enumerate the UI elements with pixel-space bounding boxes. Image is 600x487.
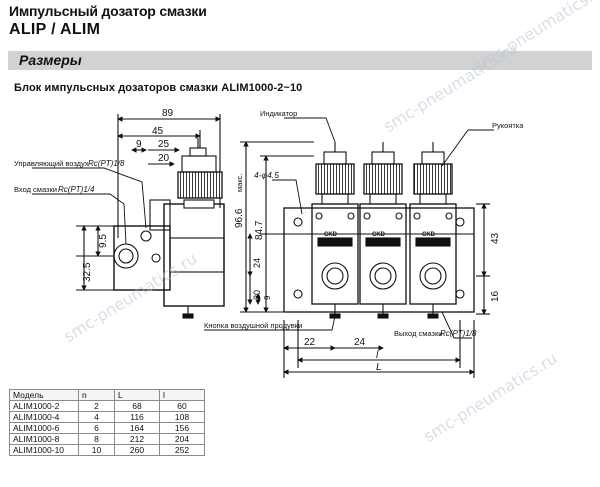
side-view [32,114,225,319]
dim-96-6: 96.6 [234,208,245,228]
dim-89: 89 [162,108,174,119]
dim-25: 25 [158,139,170,150]
valve-unit-3 [409,142,457,319]
cell-n: 10 [78,444,115,456]
max-label: макс. [235,173,244,192]
cell-model: ALIM1000-8 [9,433,79,445]
cell-L: 212 [114,433,160,445]
table-row: ALIM1000-8 8 212 204 [9,433,205,445]
cell-l: 156 [159,422,205,434]
cell-model: ALIM1000-10 [9,444,79,456]
control-air-port-label: Rc(PT)1/8 [88,159,125,168]
valve-unit-1 [311,142,359,319]
purge-button-label: Кнопка воздушной продувки [204,321,302,330]
dim-9-vertical: 9 [263,295,272,300]
dim-20: 20 [158,153,170,164]
lube-in-label: Вход смазки [14,185,57,194]
dim-32-5: 32.5 [82,262,93,282]
cell-n: 8 [78,433,115,445]
brand-plate-2: CKD [372,232,386,238]
dim-24-horizontal: 24 [354,337,366,348]
cell-l: 108 [159,411,205,423]
dim-L: L [376,362,382,373]
front-view [204,117,494,378]
lube-out-port-label: Rc(PT)1/8 [440,329,477,338]
dim-9: 9 [136,139,142,150]
header-model: Модель [9,389,79,401]
dim-16: 16 [490,290,501,302]
dim-45: 45 [152,126,164,137]
cell-l: 60 [159,400,205,412]
model-dimensions-table: Модель n L l ALIM1000-2 2 68 60 ALIM1000… [9,389,205,456]
cell-n: 6 [78,422,115,434]
table-row: ALIM1000-2 2 68 60 [9,400,205,412]
table-row: ALIM1000-4 4 116 108 [9,411,205,423]
control-air-label: Управляющий воздух [14,159,89,168]
header-L: L [114,389,160,401]
cell-L: 68 [114,400,160,412]
dim-9-5: 9.5 [98,234,109,248]
dim-84-7: 84.7 [254,220,265,240]
header-l: l [159,389,205,401]
dim-24-vertical: 24 [252,258,262,268]
page-title: Импульсный дозатор смазки [9,3,207,19]
valve-unit-2 [359,142,407,319]
brand-plate-3: CKD [422,232,436,238]
dim-l: l [376,350,379,361]
side-view-dimension-text: 89 45 9 25 20 9.5 32.5 Управляющий возду… [14,108,174,282]
indicator-label: Индикатор [260,109,297,118]
cell-model: ALIM1000-6 [9,422,79,434]
front-view-text: Индикатор Рукоятка 4-φ4.5 96.6 макс. 84.… [204,109,524,373]
header-n: n [78,389,115,401]
dimension-drawing: 89 45 9 25 20 9.5 32.5 Управляющий возду… [14,108,524,378]
dim-43: 43 [490,232,501,244]
cell-n: 4 [78,411,115,423]
cell-model: ALIM1000-4 [9,411,79,423]
lube-in-port-label: Rc(PT)1/4 [58,185,95,194]
drawing-subtitle: Блок импульсных дозаторов смазки ALIM100… [14,82,303,94]
cell-n: 2 [78,400,115,412]
cell-l: 204 [159,433,205,445]
holes-label: 4-φ4.5 [254,170,279,180]
cell-model: ALIM1000-2 [9,400,79,412]
cell-L: 260 [114,444,160,456]
lube-out-label: Выход смазки [394,329,442,338]
handle-label: Рукоятка [492,121,524,130]
section-title: Размеры [19,52,82,68]
model-series-title: ALIP / ALIM [9,21,101,38]
dim-22: 22 [304,337,316,348]
cell-L: 116 [114,411,160,423]
cell-l: 252 [159,444,205,456]
table-header-row: Модель n L l [9,389,205,401]
cell-L: 164 [114,422,160,434]
table-row: ALIM1000-10 10 260 252 [9,444,205,456]
section-header-bar: Размеры [8,51,592,70]
brand-plate-1: CKD [324,232,338,238]
dim-20-vertical: 20 [252,290,262,300]
table-row: ALIM1000-6 6 164 156 [9,422,205,434]
